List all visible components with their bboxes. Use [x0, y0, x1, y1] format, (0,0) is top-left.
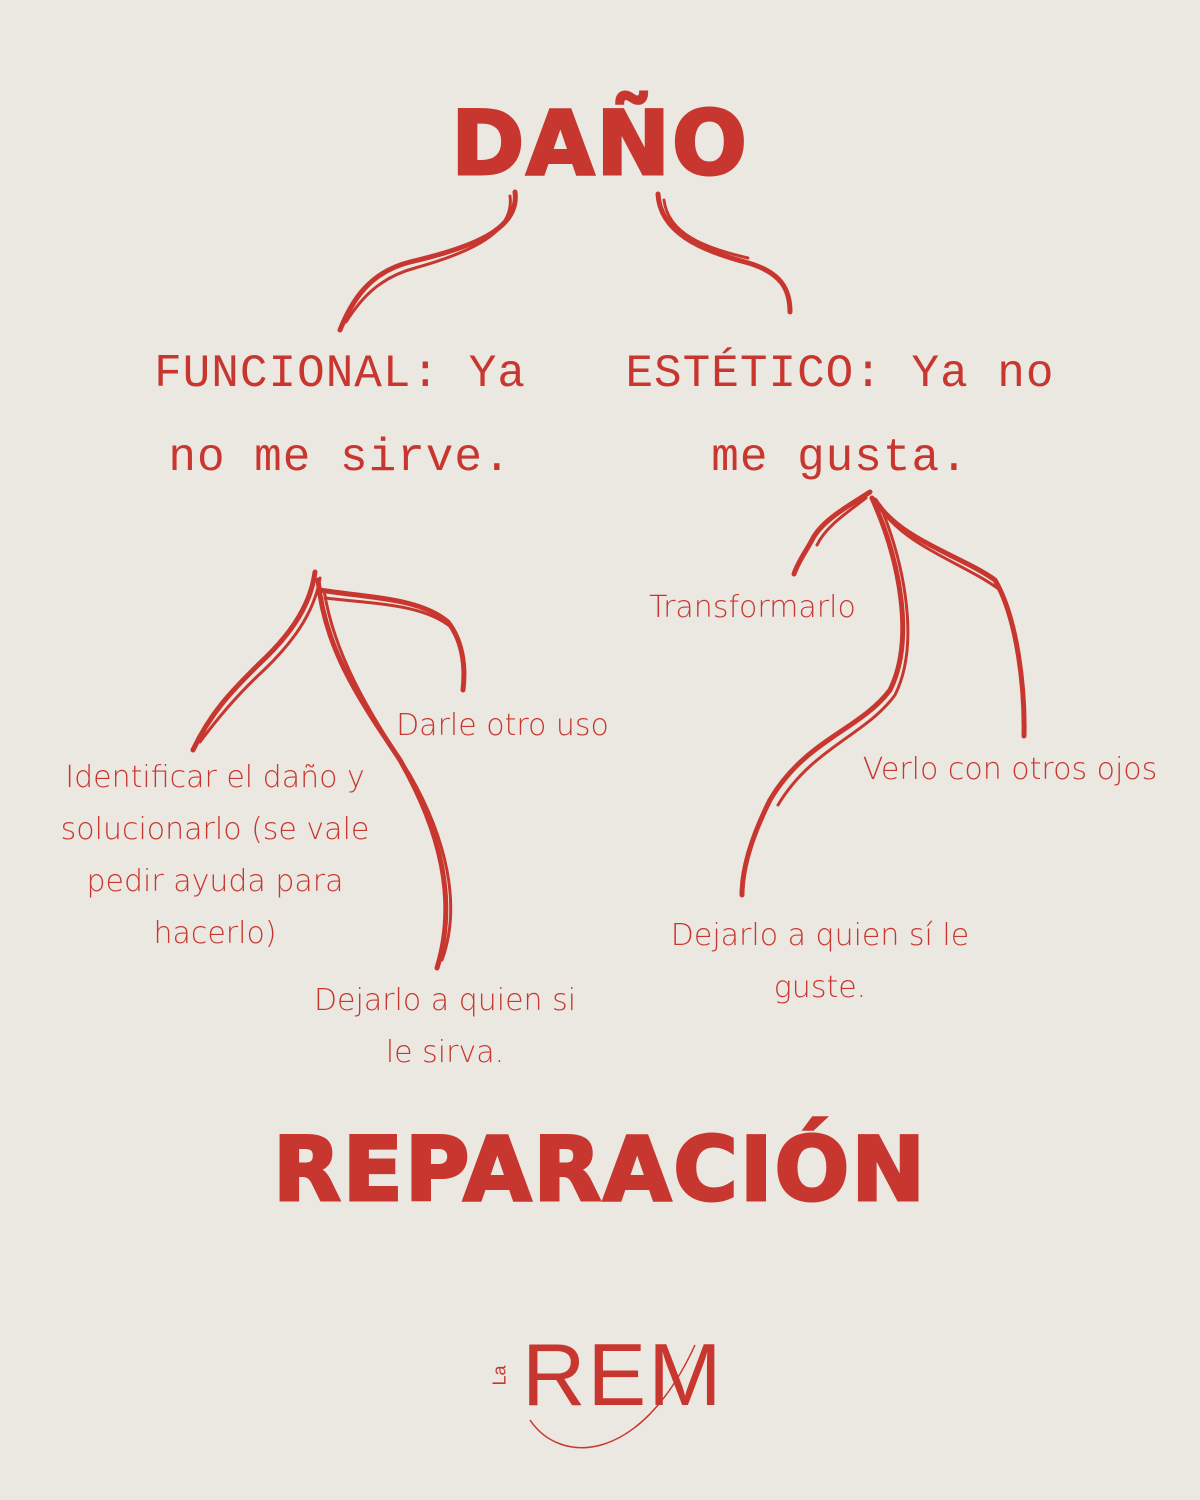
title-dano: DAÑO	[450, 91, 749, 197]
leaf-dejarlo-sirva: Dejarlo a quien si le sirva.	[313, 983, 577, 1070]
leaf-identificar: Identificar el daño y solucionarlo (se v…	[60, 760, 370, 951]
branch-estetico: ESTÉTICO: Ya no me gusta.	[625, 348, 1055, 484]
title-reparacion: REPARACIÓN	[271, 1117, 928, 1223]
branch-funcional: FUNCIONAL: Ya no me sirve.	[154, 348, 526, 484]
logo: La REM	[490, 1325, 730, 1465]
leaf-verlo-con-otros-ojos: Verlo con otros ojos	[862, 752, 1158, 787]
root-estetico	[739, 489, 1027, 898]
logo-name: REM	[522, 1325, 724, 1424]
logo-swoosh	[529, 1344, 696, 1449]
root-dano-left	[337, 189, 518, 333]
leaf-darle-otro-uso: Darle otro uso	[396, 708, 609, 743]
root-funcional	[190, 569, 467, 971]
leaf-transformarlo: Transformarlo	[649, 590, 856, 625]
leaf-dejarlo-guste: Dejarlo a quien sí le guste.	[670, 918, 970, 1005]
root-dano-right	[655, 191, 793, 315]
